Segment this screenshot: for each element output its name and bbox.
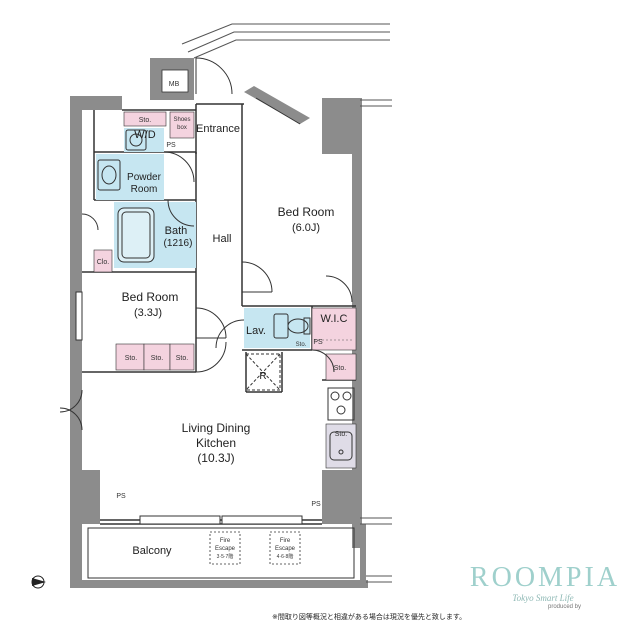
label-bedroom-large-size: (6.0J) bbox=[292, 222, 320, 234]
label-powder-room-2: Room bbox=[131, 184, 158, 195]
label-bedroom-small-size: (3.3J) bbox=[134, 307, 162, 319]
label-bath-size: (1216) bbox=[164, 238, 193, 249]
balcony-area bbox=[87, 527, 355, 579]
label-ps-right: PS bbox=[311, 501, 321, 508]
disclaimer-notice: ※間取り図等概況と相違がある場合は現況を優先と致します。 bbox=[272, 613, 467, 621]
label-fire-escape-1-b: Escape bbox=[215, 546, 236, 552]
entrance-bay-walls bbox=[244, 86, 310, 125]
label-clo: Clo. bbox=[97, 259, 110, 266]
label-mb: MB bbox=[169, 81, 180, 88]
label-ps-lav: PS bbox=[313, 339, 323, 346]
wet-areas bbox=[96, 128, 356, 468]
label-wic: W.I.C bbox=[321, 313, 348, 325]
label-fire-escape-1-c: 3·5·7階 bbox=[217, 553, 234, 560]
label-sto-3: Sto. bbox=[176, 355, 189, 362]
label-ldk-2: Kitchen bbox=[196, 436, 236, 450]
label-bedroom-large: Bed Room bbox=[278, 205, 335, 219]
label-fire-escape-2-c: 4·6·8階 bbox=[277, 553, 294, 560]
label-r: R bbox=[259, 371, 266, 382]
facade-lines bbox=[181, 23, 392, 583]
brand-tagline: Tokyo Smart Life bbox=[512, 593, 574, 603]
room-labels: MB Sto. W/D Shoes box PS Entrance Powder… bbox=[97, 81, 348, 560]
label-shoes-box-1: Shoes bbox=[173, 117, 190, 123]
label-sto-kitchen-side: Sto. bbox=[334, 365, 347, 372]
label-hall: Hall bbox=[213, 233, 232, 245]
label-sto-kitchen: Sto. bbox=[335, 431, 348, 438]
label-fire-escape-1-a: Fire bbox=[220, 538, 231, 544]
label-sto-lav: Sto. bbox=[296, 342, 307, 348]
label-ldk-1: Living Dining bbox=[182, 421, 251, 435]
label-fire-escape-2-a: Fire bbox=[280, 538, 291, 544]
compass-icon bbox=[31, 575, 46, 589]
brand-logo: ROOMPIA bbox=[469, 562, 621, 593]
windows bbox=[75, 291, 303, 525]
label-lav: Lav. bbox=[246, 325, 266, 337]
label-ldk-size: (10.3J) bbox=[197, 451, 234, 465]
doors bbox=[59, 57, 353, 431]
label-ps-left: PS bbox=[116, 493, 126, 500]
fixtures bbox=[97, 129, 355, 461]
label-sto-wd: Sto. bbox=[139, 117, 152, 124]
label-shoes-box-2: box bbox=[177, 125, 187, 131]
label-sto-2: Sto. bbox=[151, 355, 164, 362]
label-fire-escape-2-b: Escape bbox=[275, 546, 296, 552]
label-bedroom-small: Bed Room bbox=[122, 290, 179, 304]
label-balcony: Balcony bbox=[132, 545, 172, 557]
label-ps-entrance: PS bbox=[166, 142, 176, 149]
label-sto-1: Sto. bbox=[125, 355, 138, 362]
walls bbox=[70, 58, 368, 588]
storage-areas bbox=[93, 111, 357, 469]
label-entrance: Entrance bbox=[196, 123, 240, 135]
label-wd: W/D bbox=[134, 129, 155, 141]
produced-by-label: produced by bbox=[548, 604, 582, 610]
label-bath: Bath bbox=[165, 225, 188, 237]
label-powder-room-1: Powder bbox=[127, 172, 162, 183]
